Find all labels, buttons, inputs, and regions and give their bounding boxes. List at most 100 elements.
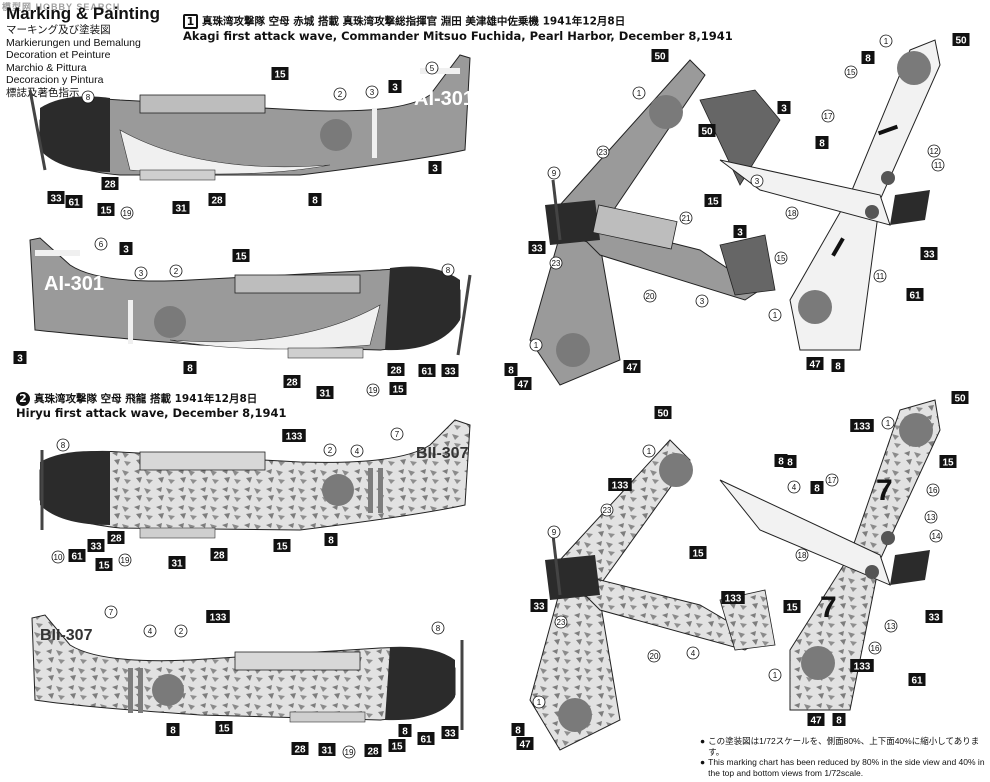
callout-number: 4 bbox=[792, 483, 797, 492]
callout-circle: 13 bbox=[924, 510, 938, 524]
callout-box: 50 bbox=[698, 124, 716, 138]
callout-circle-bg bbox=[547, 166, 561, 180]
callout-circle: 5 bbox=[425, 61, 439, 75]
callout-number: 13 bbox=[927, 513, 936, 522]
callout-box: 28 bbox=[101, 177, 119, 191]
callout-box: 8 bbox=[774, 454, 788, 468]
callout-box-bg bbox=[920, 247, 938, 260]
scheme-1-title-jp: 真珠湾攻撃隊 空母 赤城 搭載 真珠湾攻撃総指揮官 淵田 美津雄中佐乗機 194… bbox=[202, 15, 626, 28]
callout-box: 15 bbox=[215, 721, 233, 735]
callout-box: 61 bbox=[65, 195, 83, 209]
callout-number: 15 bbox=[274, 70, 286, 81]
callout-box-bg bbox=[95, 558, 113, 571]
callout-circle: 2 bbox=[333, 87, 347, 101]
callout-number: 8 bbox=[865, 54, 871, 65]
callout-number: 61 bbox=[420, 735, 432, 746]
callout-number: 11 bbox=[876, 272, 885, 281]
callout-circle-bg bbox=[596, 145, 610, 159]
callout-box: 61 bbox=[908, 673, 926, 687]
callout-circle: 18 bbox=[785, 206, 799, 220]
callout-number: 3 bbox=[392, 83, 398, 94]
callout-number: 4 bbox=[691, 649, 696, 658]
legend-line: Marchio & Pittura bbox=[6, 61, 87, 74]
callout-number: 17 bbox=[824, 112, 833, 121]
callout-circle-bg bbox=[56, 438, 70, 452]
callout-box: 15 bbox=[689, 546, 707, 560]
callout-number: 33 bbox=[50, 194, 62, 205]
callout-box: 33 bbox=[87, 539, 105, 553]
callout-circle: 23 bbox=[549, 256, 563, 270]
callout-number: 61 bbox=[909, 291, 921, 302]
callout-number: 61 bbox=[71, 552, 83, 563]
callout-number: 33 bbox=[531, 244, 543, 255]
callout-box: 15 bbox=[271, 67, 289, 81]
callout-number: 15 bbox=[786, 603, 798, 614]
callout-number: 50 bbox=[701, 127, 713, 138]
tail-code: AI-301 bbox=[44, 273, 104, 295]
callout-circle-bg bbox=[642, 444, 656, 458]
callout-number: 50 bbox=[657, 409, 669, 420]
callout-number: 8 bbox=[328, 536, 334, 547]
callout-number: 3 bbox=[781, 104, 787, 115]
callout-box-bg bbox=[441, 364, 459, 377]
callout-number: 6 bbox=[99, 240, 104, 249]
callout-number: 15 bbox=[692, 549, 704, 560]
callout-number: 8 bbox=[819, 139, 825, 150]
callout-box-bg bbox=[698, 124, 716, 137]
callout-box-bg bbox=[87, 539, 105, 552]
callout-circle: 14 bbox=[929, 529, 943, 543]
callout-number: 17 bbox=[828, 476, 837, 485]
callout-box-bg bbox=[208, 193, 226, 206]
callout-number: 23 bbox=[552, 259, 561, 268]
callout-circle: 12 bbox=[927, 144, 941, 158]
callout-box: 47 bbox=[623, 360, 641, 374]
underwing-numeral: 7 bbox=[820, 591, 837, 624]
hinomaru-insignia bbox=[320, 119, 352, 151]
callout-circle: 3 bbox=[695, 294, 709, 308]
legend-block: Marking & Painting マーキング及び塗装図 Markierung… bbox=[6, 4, 186, 99]
callout-circle-bg bbox=[879, 34, 893, 48]
callout-box: 3 bbox=[733, 225, 747, 239]
callout-box-bg bbox=[516, 737, 534, 750]
callout-box-bg bbox=[418, 364, 436, 377]
callout-box: 28 bbox=[283, 375, 301, 389]
callout-circle: 17 bbox=[821, 109, 835, 123]
callout-number: 31 bbox=[319, 389, 331, 400]
callout-box: 8 bbox=[504, 363, 518, 377]
bottom-view-1 bbox=[719, 39, 941, 351]
callout-box-bg bbox=[417, 732, 435, 745]
callout-box-bg bbox=[119, 242, 133, 255]
hinomaru-insignia bbox=[558, 698, 592, 732]
callout-number: 19 bbox=[123, 209, 132, 218]
callout-number: 8 bbox=[446, 266, 451, 275]
callout-box: 28 bbox=[364, 744, 382, 758]
callout-number: 1 bbox=[886, 419, 891, 428]
callout-box-bg bbox=[528, 241, 546, 254]
callout-box-bg bbox=[654, 406, 672, 419]
footnote-en: This marking chart has been reduced by 8… bbox=[708, 757, 985, 778]
callout-box: 33 bbox=[528, 241, 546, 255]
callout-circle: 1 bbox=[529, 338, 543, 352]
callout-box-bg bbox=[308, 193, 322, 206]
callout-circle-bg bbox=[868, 641, 882, 655]
scale-footnote: ●この塗装図は1/72スケールを、側面80%、上下面40%に縮小してあります。 … bbox=[700, 736, 985, 778]
callout-circle: 15 bbox=[774, 251, 788, 265]
callout-box-bg bbox=[388, 739, 406, 752]
callout-box-bg bbox=[398, 724, 412, 737]
callout-box: 15 bbox=[273, 539, 291, 553]
callout-box-bg bbox=[232, 249, 250, 262]
callout-number: 16 bbox=[871, 644, 880, 653]
callout-circle-bg bbox=[931, 158, 945, 172]
callout-box-bg bbox=[388, 80, 402, 93]
callout-circle-bg bbox=[174, 624, 188, 638]
callout-box: 15 bbox=[232, 249, 250, 263]
callout-box: 31 bbox=[172, 201, 190, 215]
callout-circle: 1 bbox=[532, 695, 546, 709]
scheme-1-title-en: Akagi first attack wave, Commander Mitsu… bbox=[183, 29, 733, 43]
callout-box-bg bbox=[316, 386, 334, 399]
callout-number: 20 bbox=[650, 652, 659, 661]
callout-box-bg bbox=[101, 177, 119, 190]
callout-circle-bg bbox=[774, 251, 788, 265]
tail-code: BII-307 bbox=[416, 445, 469, 462]
